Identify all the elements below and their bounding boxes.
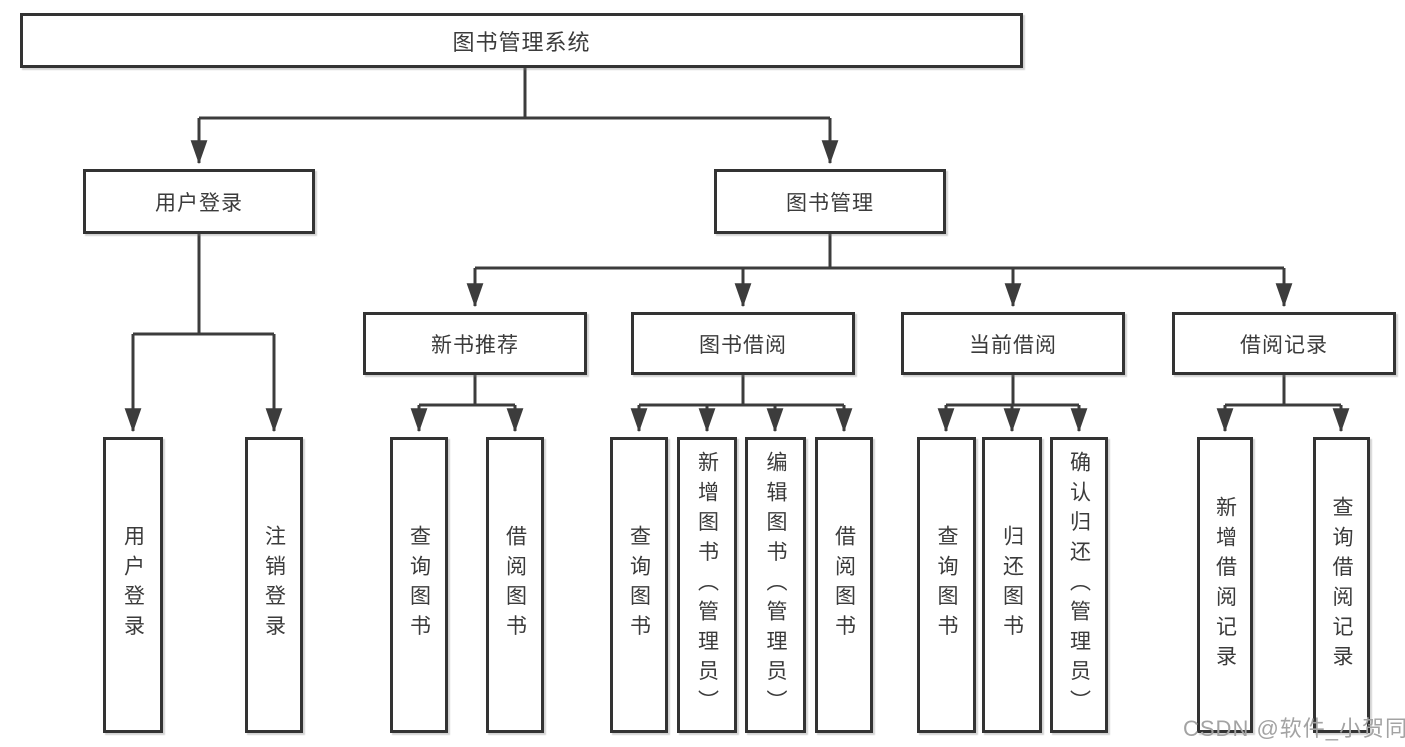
leaf-edit-book-admin: 编辑图书（管理员） xyxy=(745,437,806,733)
leaf-current-query-books: 查询图书 xyxy=(917,437,976,733)
node-book-borrow: 图书借阅 xyxy=(631,312,855,375)
csdn-watermark: CSDN @软件_小贺同学 xyxy=(1183,716,1405,741)
leaf-confirm-return-admin: 确认归还（管理员） xyxy=(1050,437,1108,733)
leaf-recommend-borrow-books-label: 借阅图书 xyxy=(503,525,527,645)
leaf-query-borrow-record-label: 查询借阅记录 xyxy=(1330,495,1353,675)
leaf-recommend-query-books-label: 查询图书 xyxy=(407,525,431,645)
leaf-logout: 注销登录 xyxy=(245,437,303,733)
node-current-borrow: 当前借阅 xyxy=(901,312,1125,375)
leaf-current-query-books-label: 查询图书 xyxy=(935,525,958,645)
leaf-add-book-admin: 新增图书（管理员） xyxy=(677,437,737,733)
node-borrow-records-label: 借阅记录 xyxy=(1240,333,1328,357)
leaf-add-book-admin-label: 新增图书（管理员） xyxy=(695,450,719,720)
node-book-borrow-label: 图书借阅 xyxy=(699,333,787,357)
leaf-confirm-return-admin-label: 确认归还（管理员） xyxy=(1067,450,1091,720)
node-current-borrow-label: 当前借阅 xyxy=(969,333,1057,357)
leaf-query-borrow-record: 查询借阅记录 xyxy=(1313,437,1370,733)
node-user-login: 用户登录 xyxy=(83,169,315,234)
node-new-book-recommend: 新书推荐 xyxy=(363,312,587,375)
node-book-management: 图书管理 xyxy=(714,169,946,234)
node-root-label: 图书管理系统 xyxy=(452,29,591,55)
leaf-add-borrow-record-label: 新增借阅记录 xyxy=(1213,495,1237,675)
leaf-borrow-borrow-books: 借阅图书 xyxy=(815,437,873,733)
node-root: 图书管理系统 xyxy=(20,13,1023,68)
leaf-borrow-query-books-label: 查询图书 xyxy=(627,525,651,645)
leaf-edit-book-admin-label: 编辑图书（管理员） xyxy=(764,450,787,720)
leaf-user-login-label: 用户登录 xyxy=(121,525,145,645)
leaf-recommend-query-books: 查询图书 xyxy=(390,437,448,733)
leaf-return-books: 归还图书 xyxy=(982,437,1042,733)
leaf-return-books-label: 归还图书 xyxy=(1000,525,1024,645)
leaf-user-login: 用户登录 xyxy=(103,437,163,733)
node-borrow-records: 借阅记录 xyxy=(1172,312,1396,375)
leaf-recommend-borrow-books: 借阅图书 xyxy=(486,437,544,733)
leaf-logout-label: 注销登录 xyxy=(262,525,286,645)
node-user-login-label: 用户登录 xyxy=(155,191,243,215)
leaf-borrow-borrow-books-label: 借阅图书 xyxy=(832,525,856,645)
leaf-borrow-query-books: 查询图书 xyxy=(610,437,668,733)
node-book-management-label: 图书管理 xyxy=(786,191,874,215)
node-new-book-recommend-label: 新书推荐 xyxy=(431,333,519,357)
leaf-add-borrow-record: 新增借阅记录 xyxy=(1197,437,1253,733)
